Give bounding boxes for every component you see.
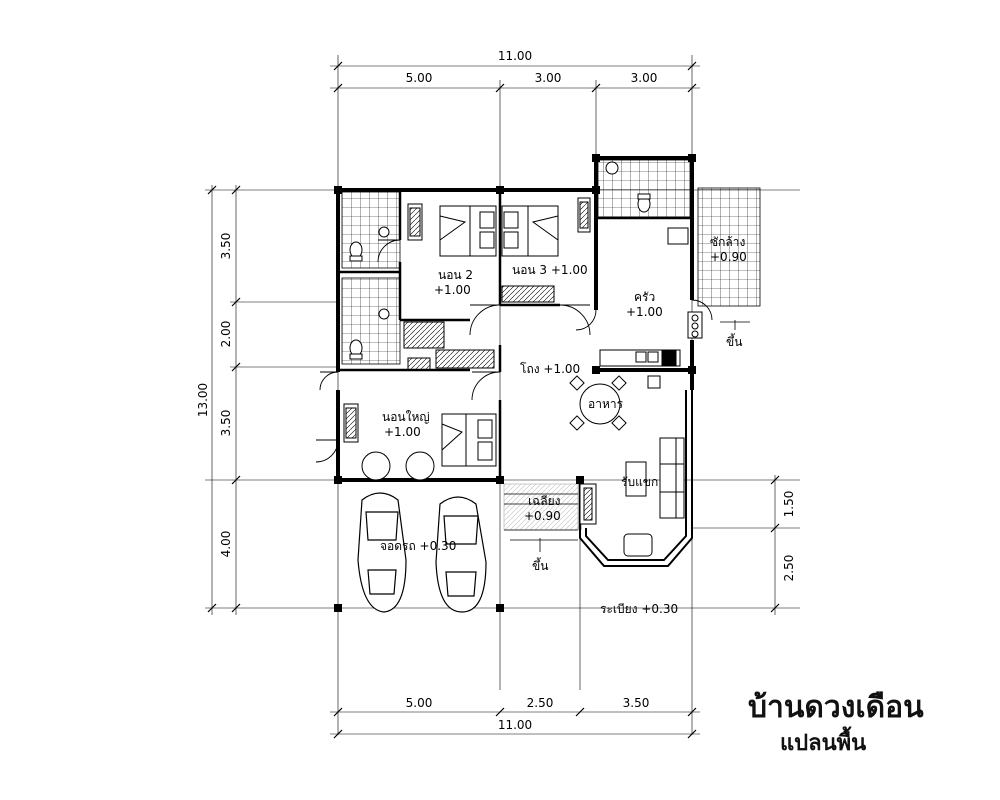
left-dimension-2: 2.00	[219, 321, 233, 348]
columns	[334, 154, 696, 612]
right-dimension-1: 1.50	[782, 491, 796, 518]
grid-lines	[205, 55, 800, 735]
dining-label: อาหาร	[588, 397, 624, 411]
top-dimension-3: 3.00	[631, 71, 658, 85]
built-in-furniture	[343, 197, 597, 525]
master-bedroom-label: นอนใหญ่	[382, 410, 430, 424]
left-dimension-1: 3.50	[219, 233, 233, 260]
bottom-dimension-1: 5.00	[406, 696, 433, 710]
left-dimension-3: 3.50	[219, 410, 233, 437]
entry-label: เฉลียง	[528, 494, 561, 508]
step-up-label-entry: ขึ้น	[532, 557, 548, 573]
dining-set	[569, 375, 627, 431]
left-dimension-4: 4.00	[219, 531, 233, 558]
sanitary-fixtures	[349, 161, 651, 360]
bed-bedroom-3	[501, 205, 559, 257]
laundry-level: +0.90	[710, 250, 747, 264]
bed-bedroom-2	[439, 205, 497, 257]
hall-label: โถง +1.00	[520, 362, 580, 376]
terrace-label: ระเบียง +0.30	[600, 602, 678, 616]
laundry-label: ซักล้าง	[710, 235, 745, 249]
plan-title: บ้านดวงเดือน	[748, 690, 924, 725]
living-furniture	[361, 437, 685, 557]
car-1	[357, 492, 407, 613]
entry-level: +0.90	[524, 509, 561, 523]
kitchen-label: ครัว	[634, 290, 655, 304]
bedroom-3-label: นอน 3 +1.00	[512, 263, 588, 277]
top-dimension-2: 3.00	[535, 71, 562, 85]
bottom-total-dimension: 11.00	[498, 718, 532, 732]
bedroom-2-label: นอน 2	[438, 268, 473, 282]
doors	[315, 239, 713, 463]
master-bedroom-level: +1.00	[384, 425, 421, 439]
car-2	[435, 496, 487, 613]
walls	[336, 156, 694, 567]
kitchen-counter	[599, 227, 703, 389]
bottom-dimension-3: 3.50	[623, 696, 650, 710]
laundry-floor	[697, 187, 761, 307]
left-total-dimension: 13.00	[196, 383, 210, 417]
bedroom-2-level: +1.00	[434, 283, 471, 297]
top-dimension-1: 5.00	[406, 71, 433, 85]
step-up-label-kitchen: ขึ้น	[726, 333, 742, 349]
plan-subtitle: แปลนพื้น	[780, 731, 867, 756]
entry-steps	[503, 320, 750, 552]
bed-master	[441, 413, 497, 467]
dimension-ticks	[207, 61, 780, 739]
top-total-dimension: 11.00	[498, 49, 532, 63]
living-label: รับแขก	[621, 475, 658, 489]
kitchen-level: +1.00	[626, 305, 663, 319]
garage-label: จอดรถ +0.30	[380, 539, 456, 553]
bottom-dimension-2: 2.50	[527, 696, 554, 710]
right-dimension-2: 2.50	[782, 555, 796, 582]
